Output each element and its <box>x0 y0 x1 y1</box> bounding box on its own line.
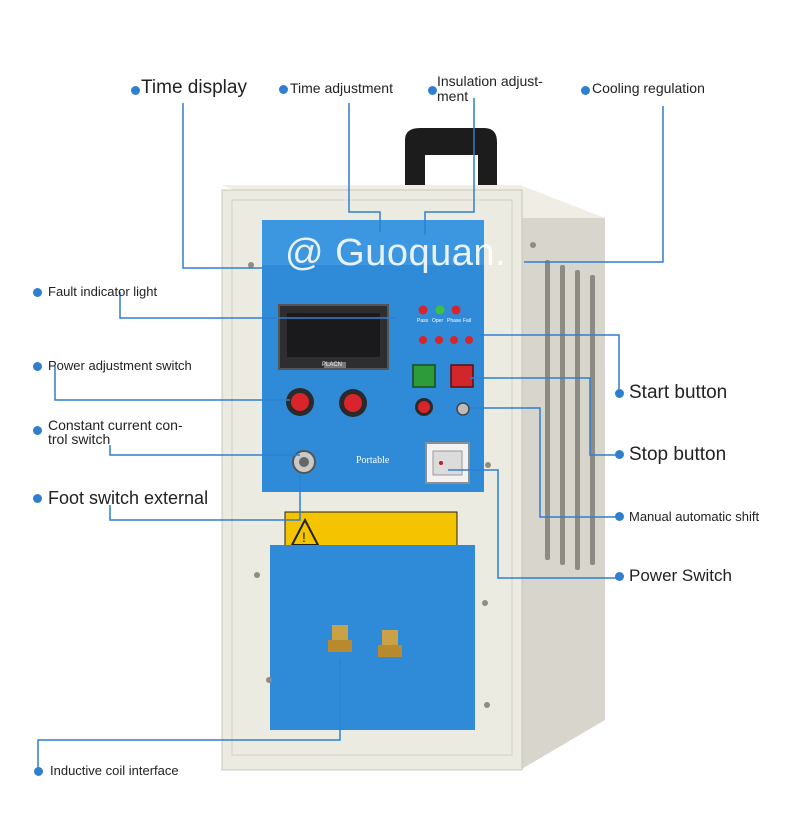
insulation-knob <box>415 398 433 416</box>
constant-current-label-line1: Constant current con- <box>48 417 183 433</box>
svg-text:!: ! <box>302 529 306 545</box>
inductive-coil-label: Inductive coil interface <box>50 763 179 778</box>
start-button-shape <box>412 364 436 388</box>
foot-switch-dot <box>33 494 42 503</box>
current-knob <box>339 389 367 417</box>
watermark-text: @ Guoquan. <box>285 232 507 274</box>
indicator-label-fail: Fail <box>463 318 472 324</box>
manual-automatic-label: Manual automatic shift <box>629 509 760 524</box>
brand-plate-text: PLACN <box>322 362 343 368</box>
insulation-adjustment-label-line2: ment <box>437 88 469 104</box>
start-button-label: Start button <box>629 382 728 403</box>
time-display-label: Time display <box>141 77 247 98</box>
time-adjustment-label: Time adjustment <box>290 80 393 96</box>
power-switch-label: Power Switch <box>629 566 732 585</box>
manual-auto-toggle <box>456 402 470 416</box>
fault-indicator-dot <box>33 288 42 297</box>
fault-indicator-lights <box>418 305 473 344</box>
start-button-dot <box>615 389 624 398</box>
indicator-label-phase: Phase <box>447 318 462 324</box>
cooling-regulation-dot <box>581 86 590 95</box>
time-display-dot <box>131 86 140 95</box>
inductive-coil-dot <box>34 767 43 776</box>
fault-indicator-label: Fault indicator light <box>48 284 158 299</box>
coil-connectors <box>328 625 402 657</box>
constant-current-dot <box>33 426 42 435</box>
cooling-regulation-label: Cooling regulation <box>592 80 705 96</box>
indicator-label-pass: Pass <box>417 318 429 324</box>
insulation-adjustment-dot <box>428 86 437 95</box>
power-adjustment-label: Power adjustment switch <box>48 358 192 373</box>
insulation-adjustment-label-line1: Insulation adjust- <box>437 73 543 89</box>
foot-switch-label: Foot switch external <box>48 488 209 508</box>
stop-button-dot <box>615 450 624 459</box>
indicator-label-oper: Oper <box>432 318 444 324</box>
time-adjustment-dot <box>279 85 288 94</box>
power-adjustment-knob <box>286 388 314 416</box>
lower-panel <box>270 545 475 730</box>
carry-handle <box>405 128 497 185</box>
portable-text: Portable <box>356 455 390 466</box>
manual-automatic-dot <box>615 512 624 521</box>
constant-current-label-line2: trol switch <box>48 431 111 447</box>
leader-lines <box>37 98 664 772</box>
power-adjustment-dot <box>33 362 42 371</box>
stop-button-shape <box>450 364 474 388</box>
stop-button-label: Stop button <box>629 444 727 465</box>
power-switch-dot <box>615 572 624 581</box>
